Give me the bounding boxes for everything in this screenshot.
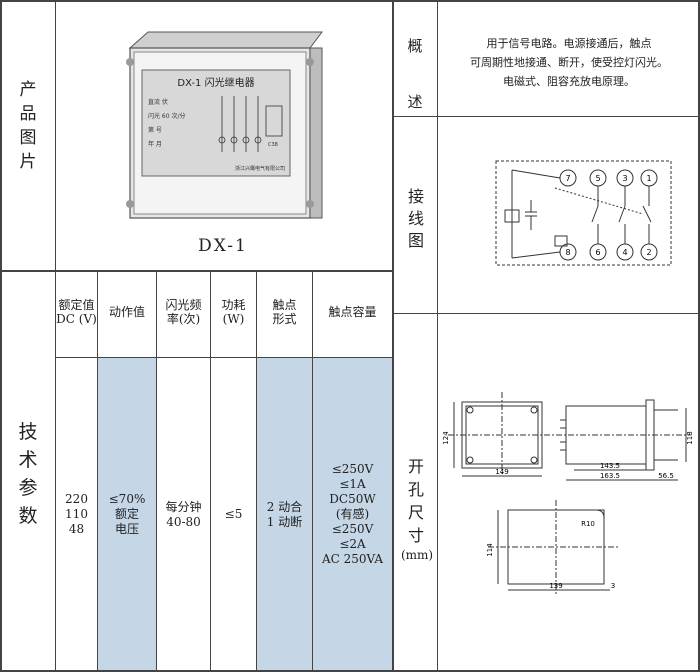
value-contact-capacity: ≤250V ≤1A DC50W (有感) ≤250V ≤2A AC 250VA (313, 357, 392, 672)
value-rated: 220 110 48 (56, 357, 97, 672)
value-action: ≤70% 额定 电压 (98, 357, 156, 672)
header-flash-freq: 闪光频率(次) (165, 298, 202, 326)
dim-side-width-1: 143.5 (600, 462, 620, 470)
header-contact-form: 触点形式 (272, 298, 297, 326)
action-line-1: ≤70% (108, 492, 146, 506)
rated-220: 220 (65, 492, 88, 506)
dim-side-height: 118 (686, 431, 694, 444)
divider-main-vertical (392, 0, 394, 672)
cutout-label: 开孔尺寸 (407, 457, 424, 545)
capacity-line-5: ≤250V (331, 522, 374, 536)
capacity-line-1: ≤250V (331, 462, 374, 476)
capacity-line-2: ≤1A (339, 477, 366, 491)
terminal-4: 4 (622, 248, 627, 257)
dim-cutout-width: 139 (549, 582, 562, 590)
terminal-3: 3 (622, 174, 627, 183)
wiring-label: 接线图 (407, 187, 424, 250)
overview-line-2: 可周期性地接通、断开，使受控灯闪光。 (470, 56, 668, 69)
plate-title: DX-1 闪光继电器 (177, 76, 254, 89)
header-contact-capacity: 触点容量 (328, 305, 377, 319)
contact-form-line-1: 2 动合 (266, 499, 303, 514)
action-line-2: 额定 (114, 507, 139, 521)
plate-mark: C38 (268, 142, 278, 148)
plate-row-1: 直流 伏 (148, 98, 168, 106)
rated-110: 110 (65, 507, 88, 521)
contact-capacity-column-bg (312, 357, 392, 672)
overview-line-3: 电磁式、阻容充放电原理。 (503, 75, 635, 88)
terminal-1: 1 (646, 174, 651, 183)
plate-row-2: 闪光 60 次/分 (148, 112, 185, 120)
tech-params-label: 技术参数 (18, 421, 38, 527)
dim-front-width: 149 (495, 468, 508, 476)
table-col-4 (256, 270, 257, 672)
flash-line-1: 每分钟 (165, 499, 202, 514)
terminal-8: 8 (565, 248, 570, 257)
terminal-6: 6 (595, 248, 600, 257)
border-right (698, 0, 700, 672)
terminal-7: 7 (565, 174, 570, 183)
divider-right-label (437, 0, 438, 672)
cutout-unit-label: (mm) (400, 548, 434, 562)
table-col-3 (210, 270, 211, 672)
contact-form-line-2: 1 动断 (266, 514, 303, 529)
plate-row-3: 第 号 (148, 126, 162, 134)
divider-table-header (55, 357, 392, 358)
rated-48: 48 (68, 522, 85, 536)
dim-cutout-gap: 3 (611, 582, 615, 590)
terminal-5: 5 (595, 174, 600, 183)
header-action-value: 动作值 (108, 305, 145, 319)
dimension-drawings: 124 149 118 143.5 163.5 56.5 114 139 R10… (442, 392, 694, 594)
overview-text: 用于信号电路。电源接通后，触点 可周期性地接通、断开，使受控灯闪光。 电磁式、阻… (440, 34, 698, 91)
header-rated-value: 额定值 DC (V) (56, 298, 97, 326)
border-bottom (0, 670, 700, 672)
power-line-1: ≤5 (224, 507, 243, 521)
dim-side-depth: 56.5 (658, 472, 674, 480)
terminal-2: 2 (646, 248, 651, 257)
table-col-5 (312, 270, 313, 672)
value-contact-form: 2 动合 1 动断 (257, 357, 312, 672)
dim-side-width-2: 163.5 (600, 472, 620, 480)
capacity-line-6: ≤2A (339, 537, 366, 551)
capacity-line-4: (有感) (335, 507, 370, 521)
plate-row-4: 年 月 (148, 140, 162, 148)
divider-right-h1 (392, 116, 700, 117)
table-col-2 (156, 270, 157, 672)
dim-front-height: 124 (442, 431, 450, 445)
divider-left-h1 (0, 270, 392, 272)
value-flash-freq: 每分钟 40-80 (157, 357, 210, 672)
capacity-line-7: AC 250VA (321, 552, 384, 566)
dim-cutout-height: 114 (486, 543, 494, 557)
action-value-column-bg (97, 357, 156, 672)
relay-product-image: DX-1 闪光继电器 直流 伏 闪光 60 次/分 第 号 年 月 C38 浙江… (126, 31, 323, 219)
dim-cutout-radius: R10 (581, 520, 595, 528)
divider-right-h2 (392, 313, 700, 314)
divider-left-label (55, 0, 56, 672)
capacity-line-3: DC50W (329, 492, 376, 506)
plate-maker: 浙江兴鹰电气有限公司 (235, 165, 285, 172)
flash-line-2: 40-80 (166, 514, 201, 529)
value-power: ≤5 (211, 357, 256, 672)
overview-line-1: 用于信号电路。电源接通后，触点 (486, 37, 652, 50)
product-image-label: 产品图片 (19, 80, 37, 172)
header-power: 功耗 (W) (221, 298, 246, 326)
border-top (0, 0, 700, 2)
table-col-1 (97, 270, 98, 672)
action-line-3: 电压 (114, 522, 139, 536)
border-left (0, 0, 2, 672)
wiring-diagram: 7 5 3 1 8 6 4 2 (495, 160, 672, 266)
overview-label: 概述 (407, 37, 423, 111)
product-model: DX-1 (198, 236, 248, 256)
contact-form-column-bg (256, 357, 312, 672)
